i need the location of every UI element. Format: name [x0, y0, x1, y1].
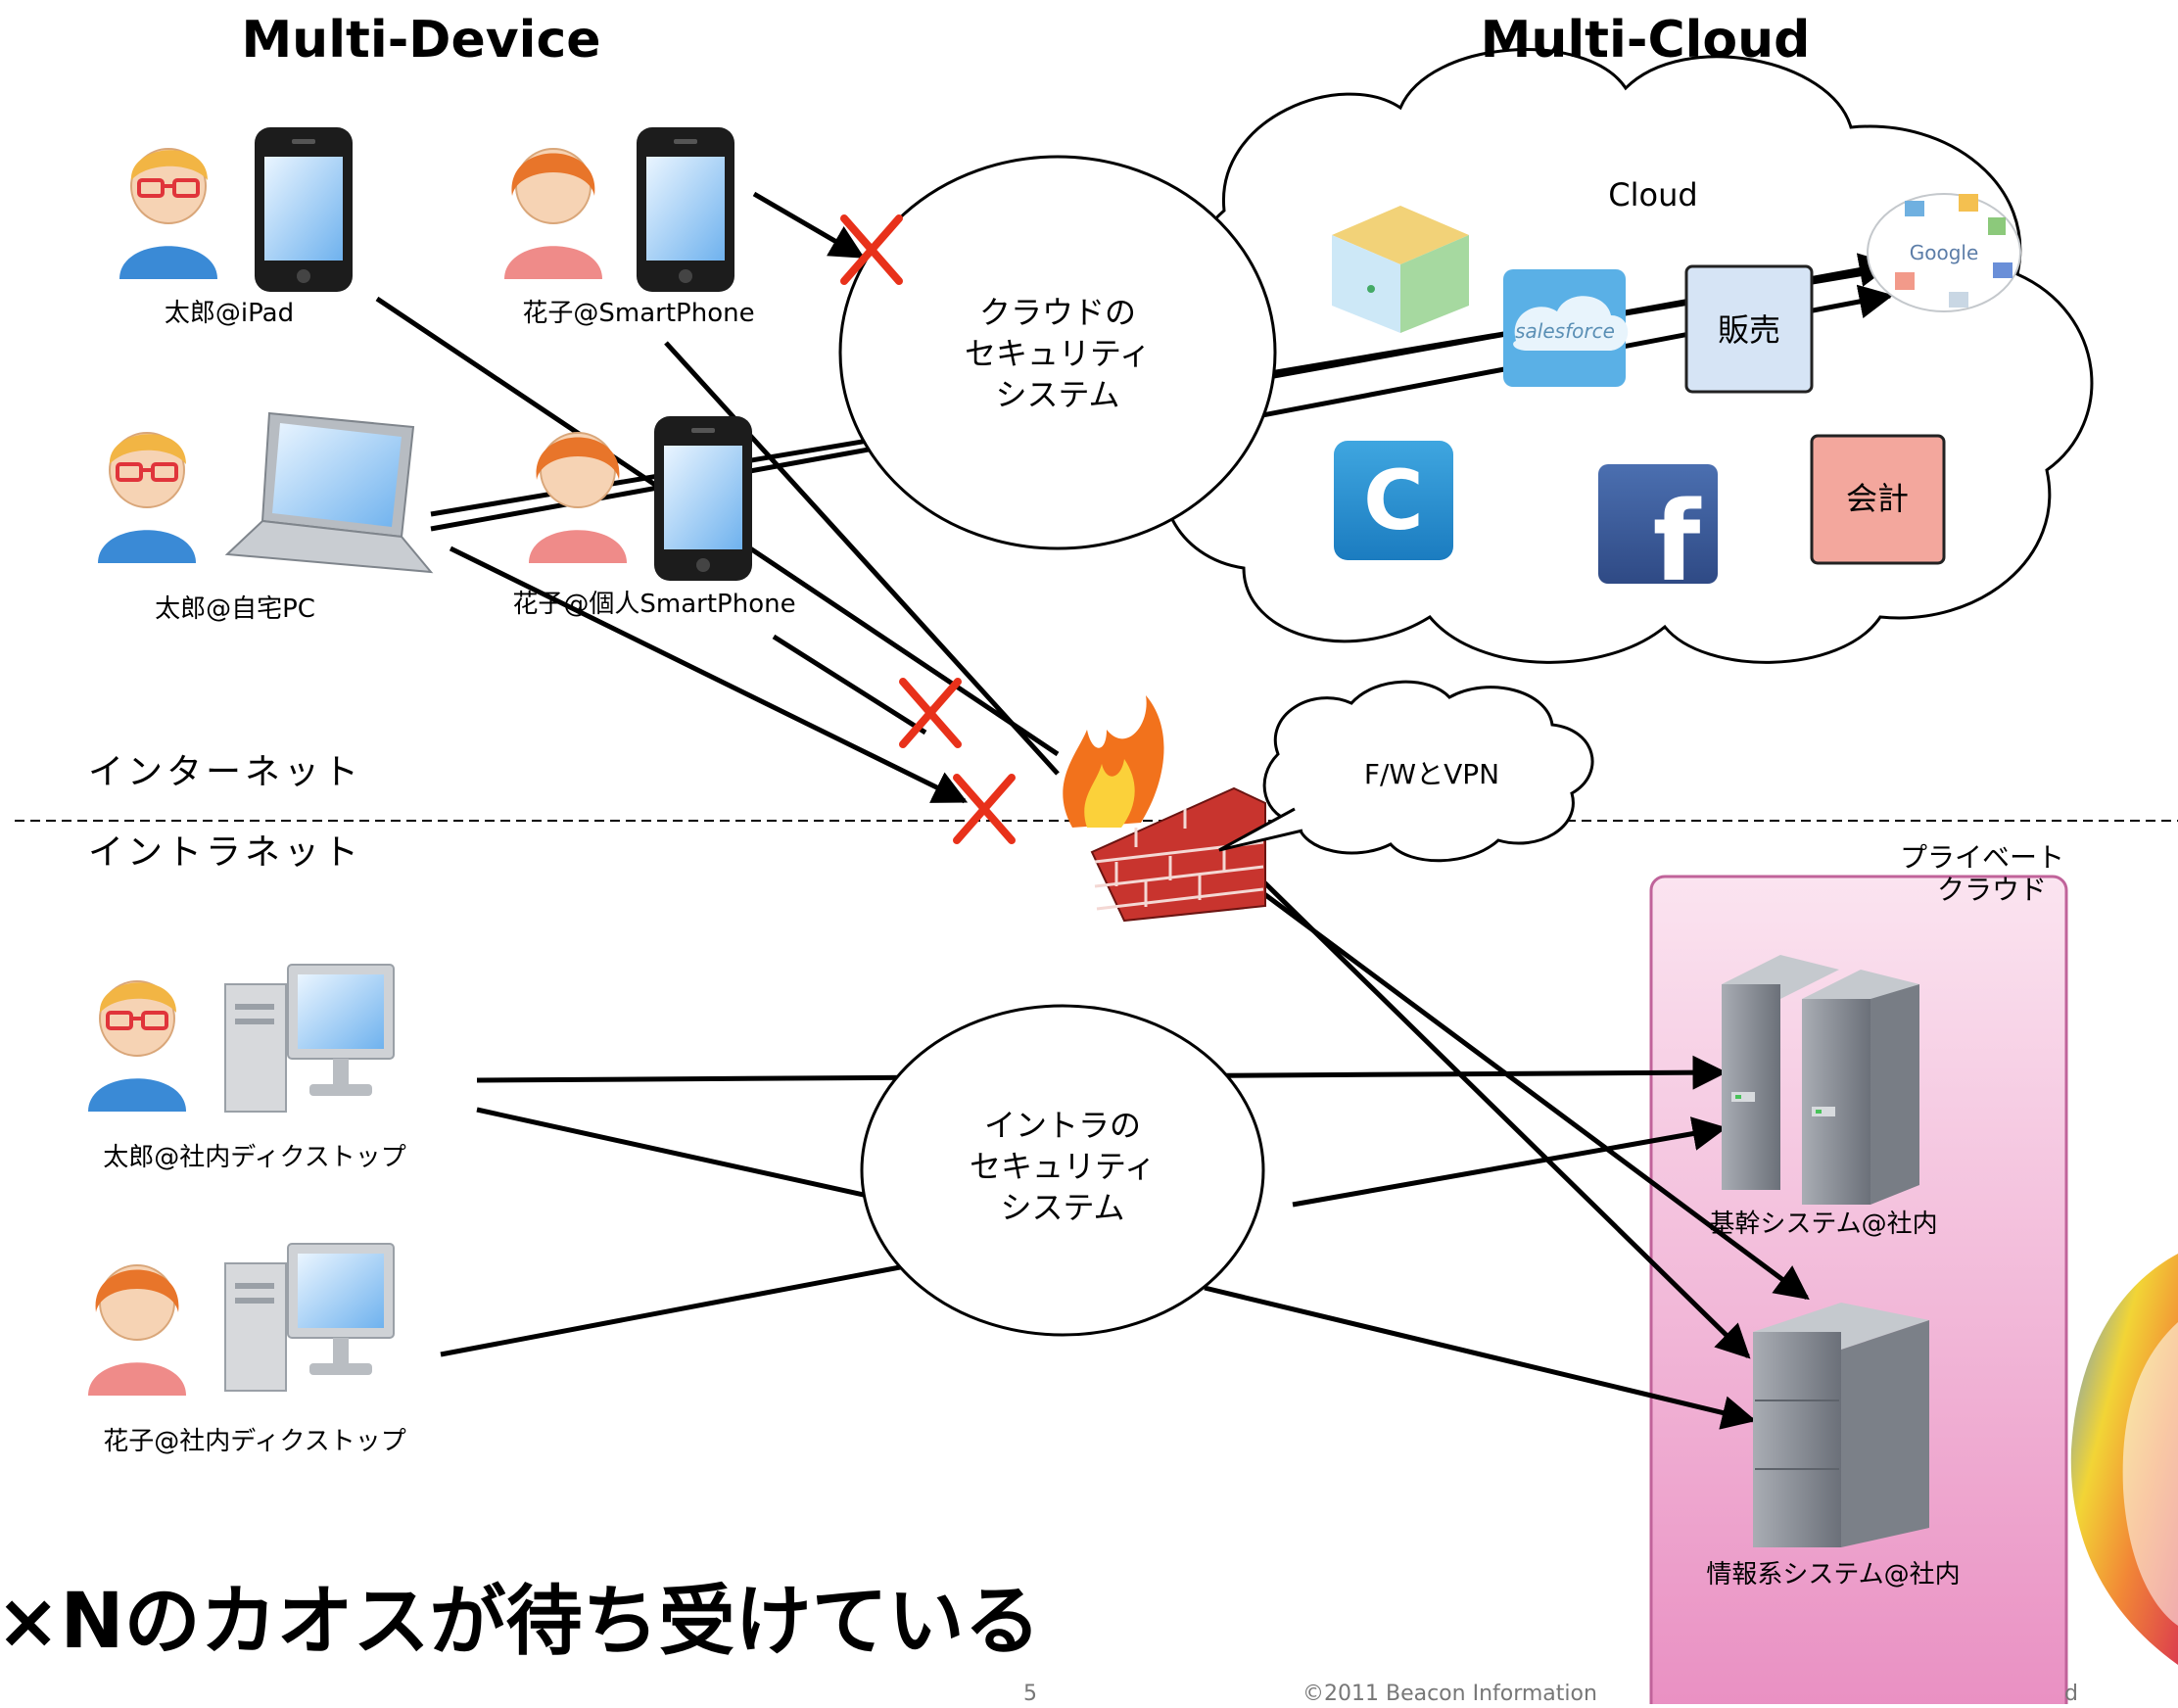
- svg-text:情報系システム@社内: 情報系システム@社内: [1706, 1560, 1960, 1589]
- svg-text:F/WとVPN: F/WとVPN: [1364, 758, 1499, 790]
- c-app-icon: C: [1334, 441, 1453, 560]
- svg-text:花子@SmartPhone: 花子@SmartPhone: [522, 299, 754, 328]
- cloud-security-ellipse: [838, 155, 1277, 550]
- multi-cloud-title: Multi-Cloud: [1481, 11, 1811, 70]
- svg-text:花子@個人SmartPhone: 花子@個人SmartPhone: [512, 590, 795, 619]
- decorative-swoosh: [2070, 1254, 2178, 1665]
- footer-trailing: d: [2064, 1682, 2078, 1704]
- svg-text:太郎@iPad: 太郎@iPad: [165, 299, 294, 328]
- hanako-personal-smartphone-device: 花子@個人SmartPhone: [512, 416, 796, 619]
- svg-text:f: f: [1653, 479, 1702, 606]
- cloud-security-line1: クラウドの: [979, 294, 1136, 331]
- block-mark-fw-2: [957, 778, 1012, 840]
- intra-security-line1: イントラの: [984, 1107, 1141, 1144]
- info-system-server: 情報系システム@社内: [1706, 1303, 1961, 1589]
- fw-vpn-bubble: F/WとVPN: [1218, 680, 1594, 863]
- box-cube-icon: [1332, 206, 1469, 333]
- svg-text:Google: Google: [1910, 241, 1979, 264]
- footer-copyright: ©2011 Beacon Information: [1302, 1682, 1597, 1704]
- salesforce-icon: salesforce: [1503, 269, 1629, 387]
- private-cloud-label: プライベート: [1900, 841, 2064, 874]
- firewall-icon: [1063, 695, 1266, 923]
- private-cloud-label-2: クラウド: [1937, 874, 2047, 906]
- svg-text:基幹システム@社内: 基幹システム@社内: [1709, 1210, 1937, 1239]
- kaikei-box: 会計: [1810, 434, 1946, 565]
- laptop-icon: [224, 411, 434, 574]
- headline: ×Nのカオスが待ち受けている: [0, 1578, 1041, 1666]
- hanako-office-desktop-device: 花子@社内ディクストップ: [87, 1243, 406, 1456]
- intra-security-line2: セキュリティ: [970, 1148, 1156, 1185]
- multi-device-title: Multi-Device: [241, 11, 600, 70]
- svg-text:太郎@自宅PC: 太郎@自宅PC: [155, 594, 315, 624]
- intra-security-line3: システム: [1000, 1189, 1124, 1226]
- facebook-icon: f: [1598, 464, 1718, 606]
- svg-text:太郎@社内ディクストップ: 太郎@社内ディクストップ: [103, 1143, 405, 1172]
- internet-label: インターネット: [88, 752, 362, 792]
- svg-text:C: C: [1363, 452, 1424, 548]
- google-apps-icon: Google: [1867, 193, 2021, 312]
- cloud-security-line2: セキュリティ: [965, 335, 1151, 372]
- svg-text:花子@社内ディクストップ: 花子@社内ディクストップ: [103, 1427, 405, 1456]
- intra-security-ellipse: [860, 1004, 1265, 1337]
- svg-text:会計: 会計: [1846, 480, 1909, 517]
- cloud-label: Cloud: [1608, 176, 1697, 214]
- block-mark-fw-1: [903, 682, 958, 744]
- hanako-smartphone-device: 花子@SmartPhone: [503, 127, 755, 328]
- taro-office-desktop-device: 太郎@社内ディクストップ: [86, 964, 406, 1172]
- intranet-label: イントラネット: [88, 832, 362, 873]
- core-system-servers: 基幹システム@社内: [1709, 955, 1938, 1239]
- svg-text:salesforce: salesforce: [1515, 319, 1615, 343]
- taro-ipad-device: 太郎@iPad: [118, 127, 353, 328]
- taro-home-pc-device: 太郎@自宅PC: [96, 411, 434, 624]
- cloud-security-line3: システム: [995, 376, 1119, 413]
- svg-text:販売: 販売: [1718, 311, 1780, 349]
- footer-page-number: 5: [1023, 1682, 1037, 1704]
- hanbai-box: 販売: [1684, 264, 1814, 394]
